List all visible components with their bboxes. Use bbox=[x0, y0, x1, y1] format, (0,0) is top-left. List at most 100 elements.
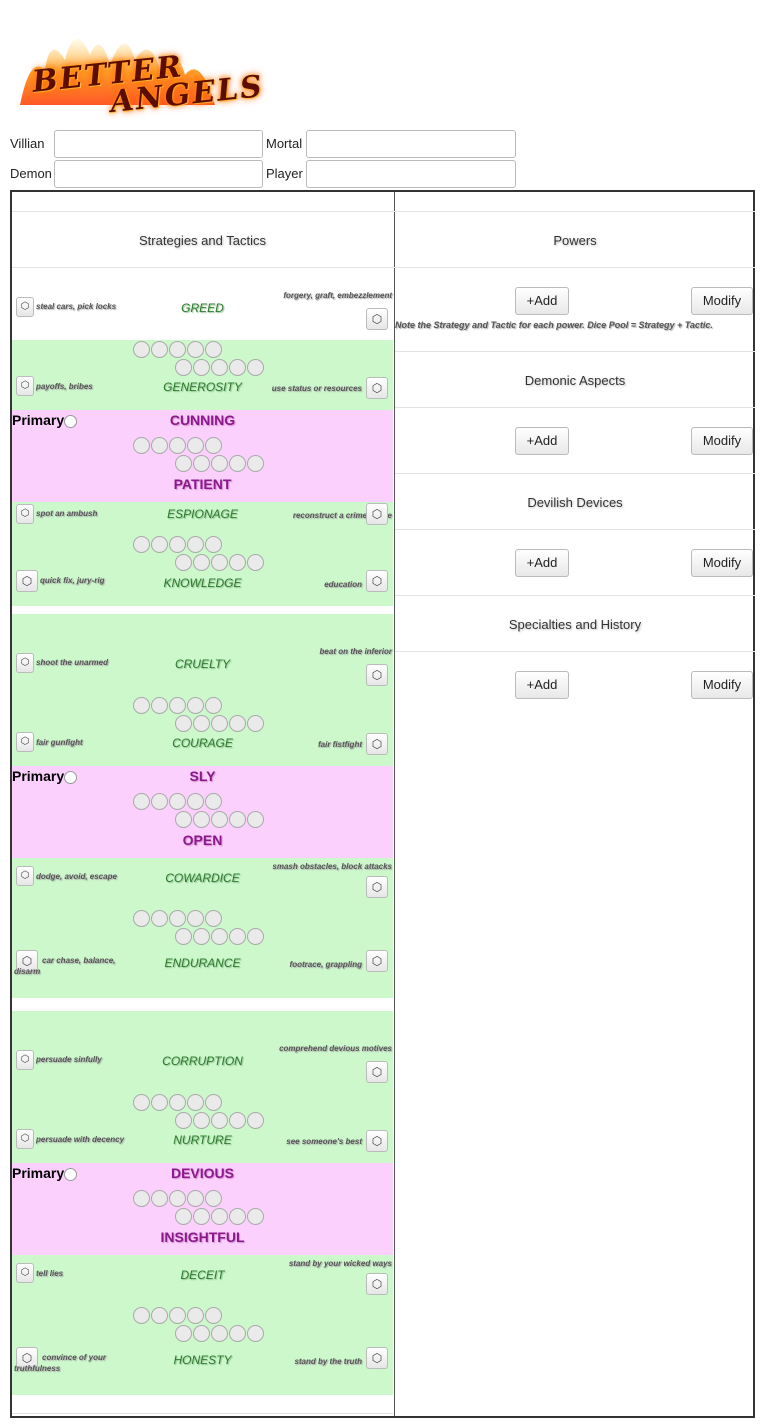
rating-dot[interactable] bbox=[193, 455, 210, 472]
rating-dot[interactable] bbox=[133, 793, 150, 810]
rating-dot[interactable] bbox=[187, 536, 204, 553]
rating-dot[interactable] bbox=[205, 437, 222, 454]
rating-dot[interactable] bbox=[205, 1190, 222, 1207]
rating-dot[interactable] bbox=[133, 910, 150, 927]
rating-dot[interactable] bbox=[211, 1208, 228, 1225]
rating-dot[interactable] bbox=[187, 910, 204, 927]
rating-dot[interactable] bbox=[205, 536, 222, 553]
primary-radio[interactable] bbox=[64, 1168, 77, 1181]
d20-dice-icon[interactable]: ⬡ bbox=[366, 308, 388, 330]
rating-dot[interactable] bbox=[175, 554, 192, 571]
rating-dot[interactable] bbox=[187, 1190, 204, 1207]
rating-dot[interactable] bbox=[193, 1112, 210, 1129]
rating-dot[interactable] bbox=[169, 1307, 186, 1324]
modify-button[interactable]: Modify bbox=[691, 549, 753, 577]
mortal-input[interactable] bbox=[306, 130, 516, 158]
rating-dot[interactable] bbox=[211, 715, 228, 732]
d20-dice-icon[interactable]: ⬡ bbox=[16, 376, 34, 396]
rating-dot[interactable] bbox=[169, 536, 186, 553]
rating-dot[interactable] bbox=[175, 1112, 192, 1129]
d20-dice-icon[interactable]: ⬡ bbox=[366, 664, 388, 686]
d20-dice-icon[interactable]: ⬡ bbox=[16, 1129, 34, 1149]
rating-dot[interactable] bbox=[175, 1208, 192, 1225]
d20-dice-icon[interactable]: ⬡ bbox=[16, 866, 34, 886]
villian-input[interactable] bbox=[54, 130, 263, 158]
rating-dot[interactable] bbox=[151, 437, 168, 454]
rating-dot[interactable] bbox=[151, 697, 168, 714]
rating-dot[interactable] bbox=[169, 437, 186, 454]
rating-dot[interactable] bbox=[211, 811, 228, 828]
add-button[interactable]: +Add bbox=[515, 427, 569, 455]
demon-input[interactable] bbox=[54, 160, 263, 188]
rating-dot[interactable] bbox=[229, 1325, 246, 1342]
rating-dot[interactable] bbox=[187, 1094, 204, 1111]
rating-dot[interactable] bbox=[247, 359, 264, 376]
rating-dot[interactable] bbox=[205, 341, 222, 358]
rating-dot[interactable] bbox=[175, 455, 192, 472]
rating-dot[interactable] bbox=[133, 697, 150, 714]
rating-dot[interactable] bbox=[151, 910, 168, 927]
rating-dot[interactable] bbox=[133, 1190, 150, 1207]
rating-dot[interactable] bbox=[175, 1325, 192, 1342]
rating-dot[interactable] bbox=[133, 1094, 150, 1111]
d20-dice-icon[interactable]: ⬡ bbox=[366, 503, 388, 525]
rating-dot[interactable] bbox=[229, 811, 246, 828]
d20-dice-icon[interactable]: ⬡ bbox=[366, 1061, 388, 1083]
rating-dot[interactable] bbox=[193, 554, 210, 571]
rating-dot[interactable] bbox=[187, 437, 204, 454]
rating-dot[interactable] bbox=[151, 1094, 168, 1111]
rating-dot[interactable] bbox=[229, 928, 246, 945]
rating-dot[interactable] bbox=[211, 359, 228, 376]
rating-dot[interactable] bbox=[229, 1208, 246, 1225]
rating-dot[interactable] bbox=[205, 793, 222, 810]
rating-dot[interactable] bbox=[187, 697, 204, 714]
rating-dot[interactable] bbox=[151, 536, 168, 553]
rating-dot[interactable] bbox=[211, 455, 228, 472]
rating-dot[interactable] bbox=[169, 793, 186, 810]
d20-dice-icon[interactable]: ⬡ bbox=[366, 570, 388, 592]
d20-dice-icon[interactable]: ⬡ bbox=[16, 504, 34, 524]
rating-dot[interactable] bbox=[133, 437, 150, 454]
d20-dice-icon[interactable]: ⬡ bbox=[16, 950, 38, 972]
rating-dot[interactable] bbox=[175, 811, 192, 828]
modify-button[interactable]: Modify bbox=[691, 427, 753, 455]
rating-dot[interactable] bbox=[211, 554, 228, 571]
rating-dot[interactable] bbox=[187, 341, 204, 358]
rating-dot[interactable] bbox=[151, 793, 168, 810]
rating-dot[interactable] bbox=[187, 793, 204, 810]
d20-dice-icon[interactable]: ⬡ bbox=[16, 732, 34, 752]
rating-dot[interactable] bbox=[205, 1094, 222, 1111]
d20-dice-icon[interactable]: ⬡ bbox=[366, 1130, 388, 1152]
d20-dice-icon[interactable]: ⬡ bbox=[366, 733, 388, 755]
rating-dot[interactable] bbox=[229, 455, 246, 472]
rating-dot[interactable] bbox=[187, 1307, 204, 1324]
rating-dot[interactable] bbox=[193, 715, 210, 732]
primary-radio[interactable] bbox=[64, 415, 77, 428]
rating-dot[interactable] bbox=[247, 811, 264, 828]
d20-dice-icon[interactable]: ⬡ bbox=[16, 653, 34, 673]
rating-dot[interactable] bbox=[205, 1307, 222, 1324]
rating-dot[interactable] bbox=[169, 1094, 186, 1111]
d20-dice-icon[interactable]: ⬡ bbox=[366, 876, 388, 898]
primary-radio[interactable] bbox=[64, 771, 77, 784]
rating-dot[interactable] bbox=[133, 341, 150, 358]
rating-dot[interactable] bbox=[247, 1325, 264, 1342]
rating-dot[interactable] bbox=[133, 1307, 150, 1324]
rating-dot[interactable] bbox=[205, 910, 222, 927]
d20-dice-icon[interactable]: ⬡ bbox=[366, 1347, 388, 1369]
add-button[interactable]: +Add bbox=[515, 549, 569, 577]
rating-dot[interactable] bbox=[175, 359, 192, 376]
rating-dot[interactable] bbox=[193, 1325, 210, 1342]
rating-dot[interactable] bbox=[193, 1208, 210, 1225]
rating-dot[interactable] bbox=[169, 697, 186, 714]
rating-dot[interactable] bbox=[175, 715, 192, 732]
rating-dot[interactable] bbox=[205, 697, 222, 714]
rating-dot[interactable] bbox=[229, 715, 246, 732]
rating-dot[interactable] bbox=[175, 928, 192, 945]
d20-dice-icon[interactable]: ⬡ bbox=[366, 1273, 388, 1295]
rating-dot[interactable] bbox=[169, 341, 186, 358]
rating-dot[interactable] bbox=[193, 928, 210, 945]
player-input[interactable] bbox=[306, 160, 516, 188]
rating-dot[interactable] bbox=[193, 359, 210, 376]
rating-dot[interactable] bbox=[247, 554, 264, 571]
